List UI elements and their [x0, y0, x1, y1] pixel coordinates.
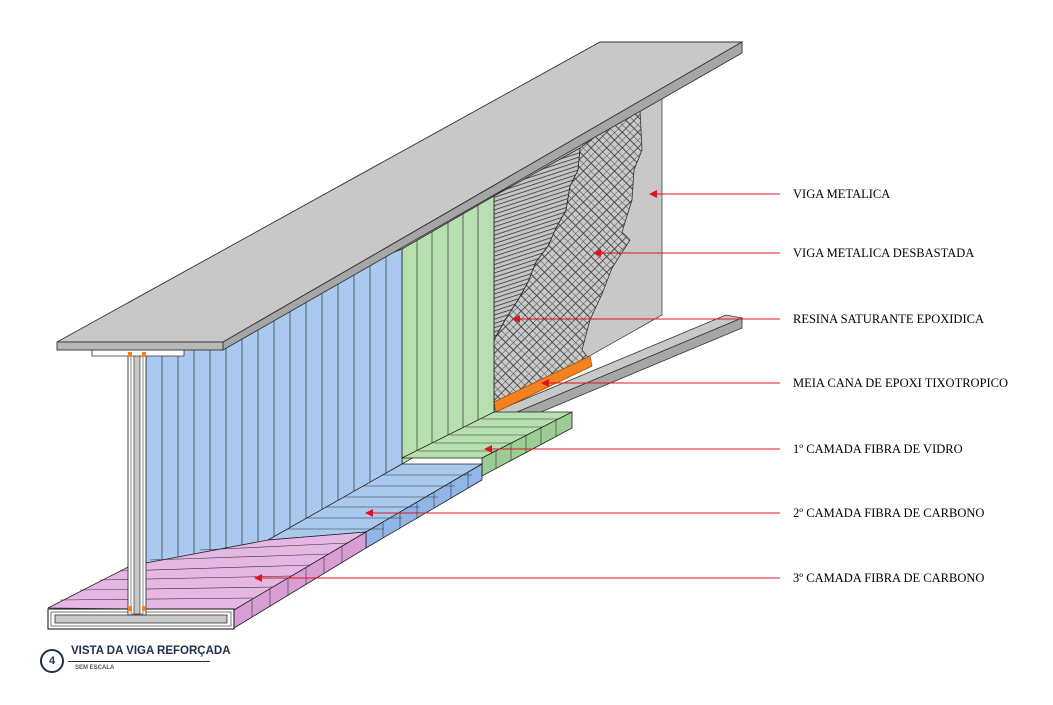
label-camada-3: 3º CAMADA FIBRA DE CARBONO	[793, 571, 985, 585]
label-camada-1: 1º CAMADA FIBRA DE VIDRO	[793, 442, 963, 456]
view-title-block: 4 VISTA DA VIGA REFORÇADA SEM ESCALA	[40, 645, 231, 685]
view-title-underline	[68, 661, 210, 662]
label-viga-metalica: VIGA METALICA	[793, 187, 891, 201]
label-viga-metalica-desbastada: VIGA METALICA DESBASTADA	[793, 246, 975, 260]
view-title: VISTA DA VIGA REFORÇADA	[71, 645, 231, 657]
leader-lines	[254, 190, 780, 582]
resin-area	[493, 147, 581, 341]
glass-fiber-flange-strips	[418, 418, 558, 469]
carbon-2-flange-strips	[59, 542, 349, 617]
glass-fiber-web-strips	[416, 205, 479, 456]
beam-end-section	[47, 349, 235, 630]
top-flange-end	[56, 341, 224, 351]
label-resina-saturante: RESINA SATURANTE EPOXIDICA	[793, 312, 984, 326]
view-number-badge: 4	[40, 649, 64, 673]
label-meia-cana: MEIA CANA DE EPOXI TIXOTROPICO	[793, 376, 1009, 390]
view-scale: SEM ESCALA	[75, 665, 115, 671]
label-camada-2: 2º CAMADA FIBRA DE CARBONO	[793, 506, 985, 520]
carbon-1-flange-strips	[287, 472, 472, 538]
